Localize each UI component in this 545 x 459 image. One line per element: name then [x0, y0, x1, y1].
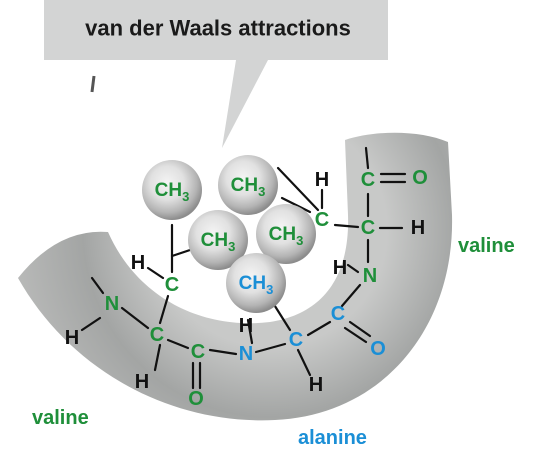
- bond: [158, 294, 170, 325]
- methyl-sphere-2: CH3: [218, 155, 278, 215]
- atom-nitrogen: N: [105, 293, 119, 315]
- bond: [296, 348, 312, 377]
- atom-hydrogen: H: [309, 374, 323, 396]
- atom-hydrogen: H: [411, 217, 425, 239]
- svg-text:CH3: CH3: [155, 180, 190, 204]
- bond: [364, 146, 370, 170]
- residue-label-alanine: alanine: [298, 427, 367, 449]
- backbone-band: [18, 132, 453, 421]
- atom-hydrogen: H: [135, 371, 149, 393]
- atom-hydrogen: H: [239, 315, 253, 337]
- svg-text:CH3: CH3: [239, 273, 274, 297]
- bond: [246, 318, 254, 345]
- atom-carbon: C: [150, 324, 164, 346]
- bond: [346, 263, 360, 274]
- svg-text:CH3: CH3: [269, 224, 304, 248]
- methyl-sphere-4: CH3: [256, 204, 316, 264]
- atom-oxygen: O: [370, 338, 386, 360]
- bond: [90, 276, 105, 295]
- bond: [343, 326, 368, 344]
- atom-hydrogen: H: [131, 252, 145, 274]
- callout-box: [44, 0, 388, 148]
- bond: [153, 343, 162, 372]
- atom-hydrogen: H: [315, 169, 329, 191]
- residue-label-valine-right: valine: [458, 235, 515, 257]
- methyl-sphere-1: CH3: [142, 160, 202, 220]
- bond: [348, 320, 372, 338]
- atom-oxygen: O: [412, 167, 428, 189]
- bond: [208, 348, 238, 356]
- atom-carbon: C: [315, 209, 329, 231]
- bond: [340, 283, 362, 308]
- methyl-groups: CH3 CH3 CH3 CH3 CH3: [142, 155, 316, 313]
- atom-hydrogen: H: [333, 257, 347, 279]
- methyl-sphere-5: CH3: [226, 253, 286, 313]
- atoms: C H N H C H C O N H C H C O N H C H C O …: [65, 167, 428, 410]
- residue-label-valine-left: valine: [32, 407, 89, 429]
- svg-text:CH3: CH3: [231, 175, 266, 199]
- callout: van der Waals attractions: [44, 0, 388, 148]
- atom-carbon: C: [361, 169, 375, 191]
- atom-nitrogen: N: [239, 343, 253, 365]
- bond: [146, 266, 165, 280]
- callout-text: van der Waals attractions: [85, 16, 351, 41]
- atom-carbon: C: [165, 274, 179, 296]
- bonds: [80, 146, 407, 390]
- bond: [80, 316, 102, 332]
- bond: [306, 320, 332, 337]
- atom-hydrogen: H: [65, 327, 79, 349]
- bond: [276, 166, 320, 212]
- callout-tick: [90, 75, 96, 93]
- atom-carbon: C: [331, 303, 345, 325]
- bond: [254, 342, 287, 354]
- bond: [333, 223, 360, 229]
- bond: [166, 338, 190, 350]
- atom-carbon: C: [361, 217, 375, 239]
- svg-text:CH3: CH3: [201, 230, 236, 254]
- methyl-sphere-3: CH3: [188, 210, 248, 270]
- atom-carbon: C: [191, 341, 205, 363]
- bond: [120, 306, 150, 330]
- bond: [280, 196, 312, 214]
- atom-nitrogen: N: [363, 265, 377, 287]
- atom-oxygen: O: [188, 388, 204, 410]
- atom-carbon: C: [289, 329, 303, 351]
